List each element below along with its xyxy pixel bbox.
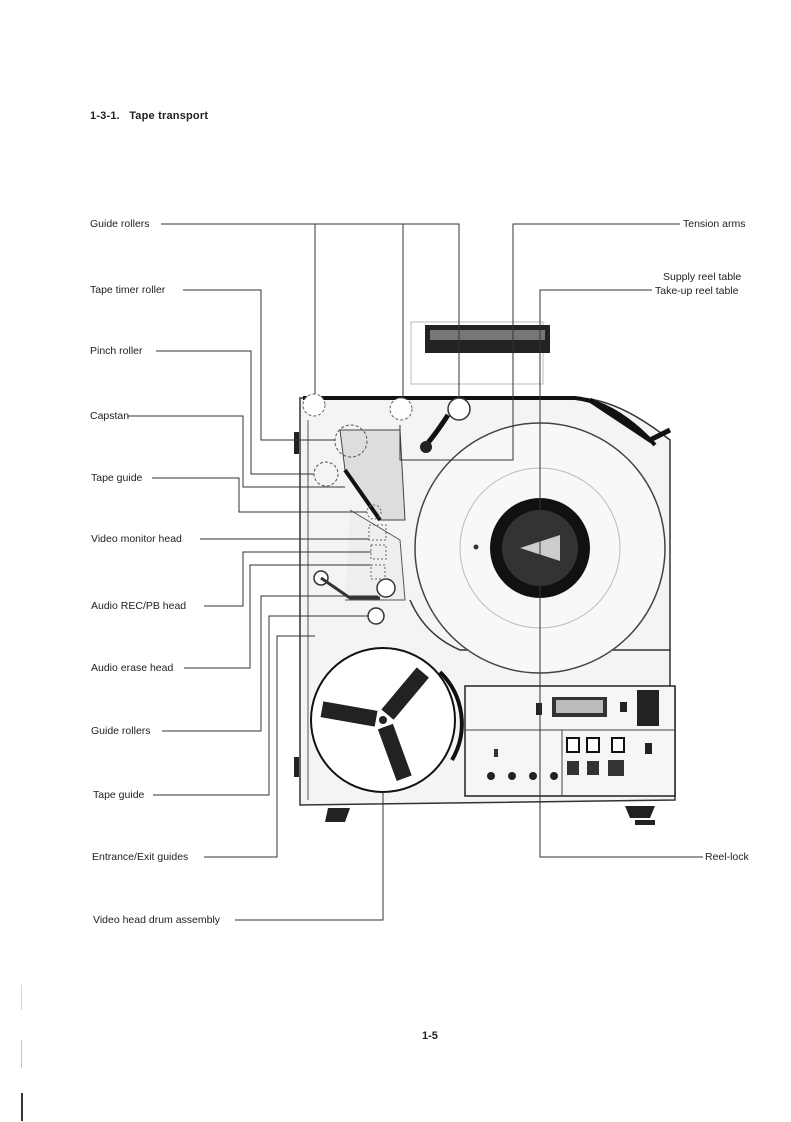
label-entrance-exit-guides: Entrance/Exit guides xyxy=(92,851,189,863)
label-capstan: Capstan xyxy=(90,410,130,422)
section-number: 1-3-1. xyxy=(90,110,120,122)
label-take-up-reel-table: Take-up reel table xyxy=(655,285,739,297)
label-tension-arms: Tension arms xyxy=(683,218,746,230)
label-tape-timer-roller: Tape timer roller xyxy=(90,284,166,296)
label-video-head-drum-assembly: Video head drum assembly xyxy=(93,914,221,926)
top-cover xyxy=(410,321,550,385)
page-number: 1-5 xyxy=(422,1030,438,1042)
scan-edge-mark xyxy=(21,1040,22,1068)
scan-edge-mark xyxy=(21,1093,23,1121)
scan-edge-mark xyxy=(21,985,22,1010)
section-heading: 1-3-1. Tape transport xyxy=(90,110,208,122)
label-tape-guide-bottom: Tape guide xyxy=(93,789,145,801)
label-audio-erase-head: Audio erase head xyxy=(91,662,174,674)
leader-lines xyxy=(128,223,703,921)
label-pinch-roller: Pinch roller xyxy=(90,345,143,357)
label-guide-rollers-top: Guide rollers xyxy=(90,218,150,230)
label-reel-lock: Reel-lock xyxy=(705,851,749,863)
video-head-drum xyxy=(310,647,464,793)
label-tape-guide-top: Tape guide xyxy=(91,472,143,484)
label-video-monitor-head: Video monitor head xyxy=(91,533,182,545)
section-title: Tape transport xyxy=(129,110,209,122)
label-audio-rec-pb-head: Audio REC/PB head xyxy=(91,600,187,612)
label-guide-rollers-bottom: Guide rollers xyxy=(91,725,151,737)
rollers xyxy=(294,393,471,777)
machine-feet xyxy=(325,806,655,825)
label-supply-reel-table: Supply reel table xyxy=(663,271,742,283)
control-panel xyxy=(464,685,676,797)
